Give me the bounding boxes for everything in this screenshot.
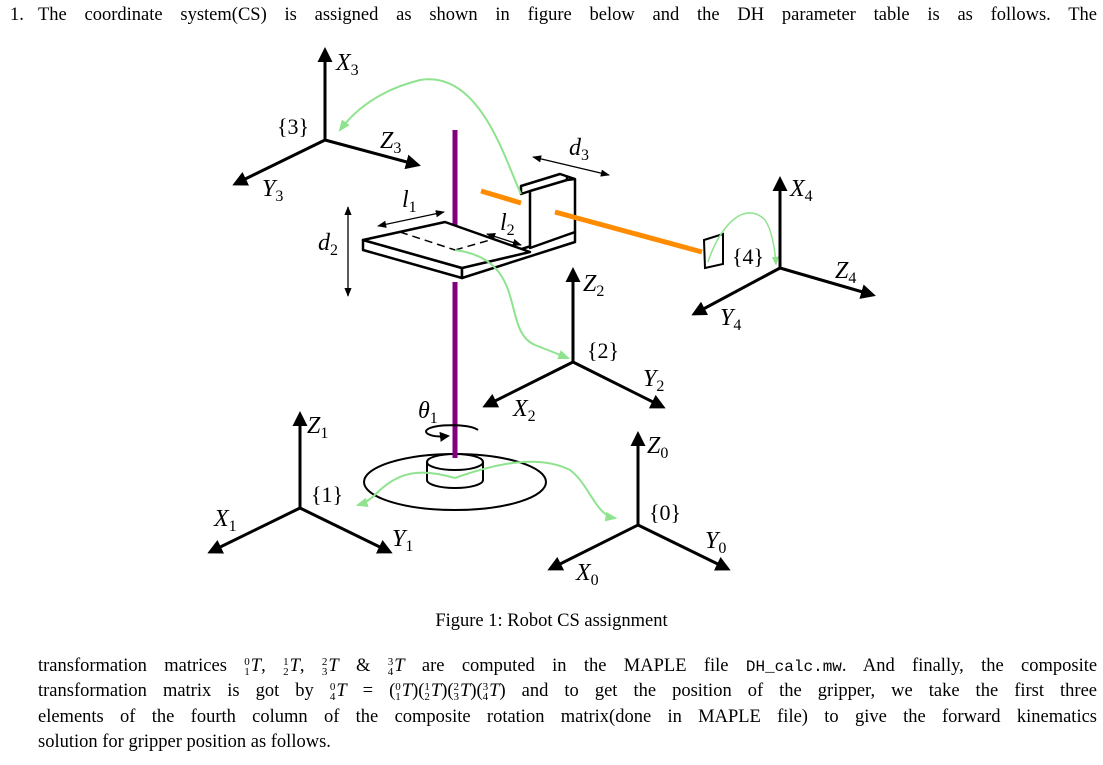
rotation-arrow-icon (425, 424, 479, 442)
axis-z1: Z1 (307, 413, 328, 442)
figure-caption: Figure 1: Robot CS assignment (435, 611, 668, 631)
axis-x2: X2 (512, 396, 536, 425)
l2-label: l2 (500, 210, 515, 239)
intro-trailing: The (1068, 5, 1097, 25)
axis-y4: Y4 (720, 305, 741, 334)
axis-x1: X1 (213, 506, 237, 535)
frame-0-label: {0} (649, 500, 681, 525)
d2-label: d2 (318, 230, 338, 259)
prismatic-platform (361, 172, 577, 280)
axis-y1: Y1 (392, 526, 413, 555)
axis-x0: X0 (575, 560, 599, 589)
dimension-arrows (344, 155, 610, 297)
frame-2-label: {2} (587, 338, 619, 363)
axis-z3: Z3 (380, 128, 401, 157)
axis-z2: Z2 (583, 271, 604, 300)
axis-y0: Y0 (705, 528, 726, 557)
theta1-label: θ1 (418, 398, 438, 427)
axis-z0: Z0 (647, 433, 668, 462)
prismatic-arm (480, 188, 703, 255)
axis-y2: Y2 (643, 366, 664, 395)
axis-x3: X3 (335, 50, 359, 79)
paragraph-line-3: elements of the fourth column of the com… (38, 707, 1097, 727)
gripper (702, 232, 724, 270)
l1-label: l1 (402, 187, 417, 216)
d3-label: d3 (569, 135, 589, 164)
coordinate-frames (207, 47, 876, 571)
item-number: 1. (10, 5, 24, 25)
intro-line: The coordinate system(CS) is assigned as… (38, 5, 1097, 26)
frame-1-label: {1} (311, 482, 343, 507)
robot-cs-figure: d2 l1 l2 d3 θ1 X3 Y3 Z3 {3} X4 Y4 Z4 {4}… (207, 47, 876, 589)
axis-x4: X4 (789, 176, 813, 205)
paragraph-line-4: solution for gripper position as follows… (38, 732, 331, 752)
intro-text: The coordinate system(CS) is assigned as… (38, 5, 1051, 25)
frame-4-label: {4} (732, 244, 764, 269)
axis-y3: Y3 (262, 176, 283, 205)
frame-mapping-curves (338, 78, 780, 522)
maple-filename: DH_calc.mw (745, 658, 842, 676)
axis-z4: Z4 (835, 258, 856, 287)
frame-3-label: {3} (277, 114, 309, 139)
